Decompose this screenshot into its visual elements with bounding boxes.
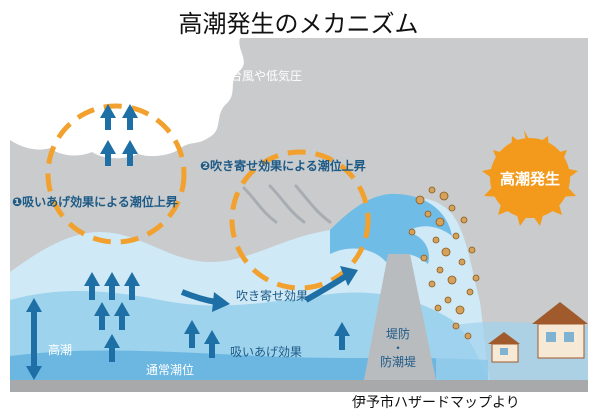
- label-seawall-2: 防潮堤: [380, 354, 416, 369]
- label-typhoon: 台風や低気圧: [230, 68, 302, 83]
- ground-strip: [10, 380, 588, 392]
- height-range-arrow: [26, 298, 42, 380]
- house-large: [532, 302, 588, 359]
- storm-surge-badge: [482, 130, 578, 226]
- label-high-tide: 高潮: [48, 342, 72, 357]
- source-credit: 伊予市ハザードマップより: [352, 395, 520, 411]
- dashed-circle-suction: [45, 103, 187, 245]
- label-normal-tide: 通常潮位: [146, 362, 194, 377]
- label-wind-effect-rise: ❷吹き寄せ効果による潮位上昇: [200, 158, 366, 173]
- label-wind-push: 吹き寄せ効果: [236, 288, 308, 303]
- splash-spray: [408, 186, 480, 340]
- wind-lines: [242, 184, 332, 224]
- suction-arrows-top: [100, 104, 138, 166]
- page-title: 高潮発生のメカニズム: [178, 10, 419, 38]
- house-small: [488, 332, 520, 363]
- label-storm-surge-occurs: 高潮発生: [500, 170, 560, 188]
- seawall: [364, 254, 436, 380]
- label-seawall-dot: ・: [392, 341, 404, 355]
- label-seawall-1: 堤防: [386, 326, 410, 341]
- suction-arrows-water: [84, 272, 350, 362]
- label-suction-effect-rise: ❶吸いあげ効果による潮位上昇: [12, 194, 178, 209]
- label-suction: 吸いあげ効果: [230, 344, 302, 359]
- dashed-circle-wind: [229, 149, 371, 291]
- wind-push-arrows: [180, 266, 358, 312]
